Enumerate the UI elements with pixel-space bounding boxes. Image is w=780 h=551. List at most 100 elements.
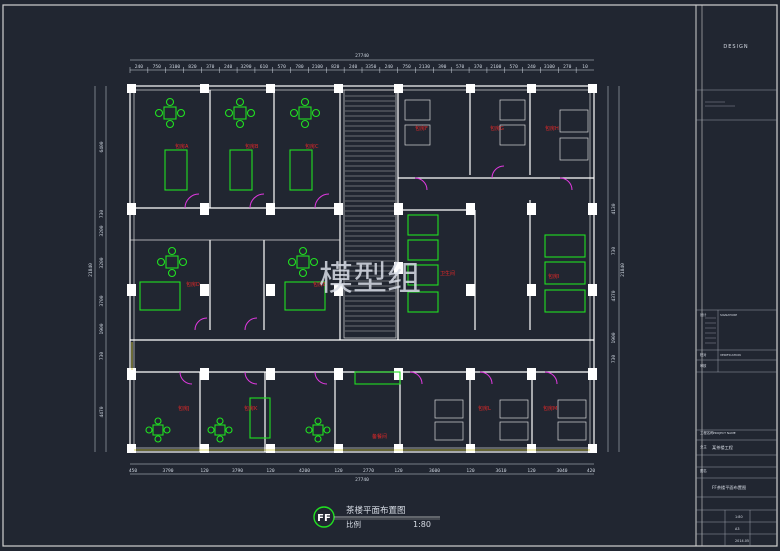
room-label: 包房B — [245, 143, 259, 150]
room-label: 包房D — [186, 281, 200, 288]
bottom-dimension-value: 2770 — [363, 468, 374, 474]
bottom-dimension-value: 120 — [527, 468, 536, 474]
corridor-strips — [131, 342, 590, 451]
sign-label: 设计 — [700, 312, 707, 317]
client-label: 业主 — [700, 444, 707, 449]
room-label: 包房C — [305, 143, 319, 150]
left-dimension-value: 730 — [99, 210, 105, 219]
sheet-border — [2, 4, 778, 547]
bottom-dimension-value: 3040 — [556, 468, 567, 474]
room-label: 包房K — [244, 405, 258, 412]
top-dimension-value: 3290 — [240, 64, 251, 70]
sheet-cell: A3 — [735, 527, 739, 531]
plan-title-block — [313, 506, 440, 528]
room-label: 包房A — [175, 143, 189, 150]
staircase — [343, 89, 397, 339]
left-dimension-value: 730 — [99, 352, 105, 361]
bottom-dimension-value: 120 — [200, 468, 209, 474]
top-dimension-value: 750 — [153, 64, 162, 70]
room-label: 包房G — [490, 125, 504, 132]
left-dimension-value: 3700 — [99, 295, 105, 306]
bottom-dimension-value: 3790 — [162, 468, 173, 474]
room-label: 包房H — [545, 125, 559, 132]
bottom-dimension-value: 420 — [587, 468, 596, 474]
top-dimension-value: 10 — [582, 64, 588, 70]
top-dimension-value: 820 — [331, 64, 340, 70]
room-label: 包房F — [415, 125, 428, 132]
top-dimension-value: 240 — [135, 64, 144, 70]
watermark-text: 模型组 — [319, 259, 421, 299]
top-dimension-value: 570 — [456, 64, 465, 70]
top-dimension-value: 750 — [402, 64, 411, 70]
bottom-dimension-value: 4200 — [299, 468, 310, 474]
room-label: 卫生间 — [440, 270, 455, 277]
bottom-dimension-value: 120 — [466, 468, 475, 474]
top-dimension-value: 3100 — [169, 64, 180, 70]
drawing-name: FF茶楼平面布置图 — [712, 484, 746, 491]
bed-units — [404, 99, 589, 441]
room-label: 备餐间 — [372, 433, 387, 440]
top-dimension-value: 2100 — [312, 64, 323, 70]
bottom-dimension-value: 120 — [334, 468, 343, 474]
project-label: 工程名称 — [700, 430, 714, 435]
right-dimension-value: 1900 — [611, 332, 617, 343]
bottom-dimension-value: 3600 — [429, 468, 440, 474]
verify-label: 校对 — [700, 352, 707, 357]
bottom-dimension-value: 3790 — [232, 468, 243, 474]
check-label: 审核 — [700, 363, 707, 368]
title-block — [695, 5, 777, 546]
drawing-label: 图名 — [700, 468, 707, 473]
top-dimension-value: 370 — [206, 64, 215, 70]
top-dimension-value: 240 — [224, 64, 233, 70]
top-dimension-value: 780 — [295, 64, 304, 70]
total-width-bottom: 27740 — [355, 477, 369, 483]
total-width-top: 27740 — [355, 53, 369, 59]
scale-label: 比例 — [346, 519, 361, 529]
bottom-dimension-value: 120 — [266, 468, 275, 474]
structural-columns — [127, 84, 597, 453]
top-dimension-value: 3350 — [365, 64, 376, 70]
project-sub: PROJECT NAME — [713, 431, 736, 435]
top-dimension-value: 240 — [385, 64, 394, 70]
plan-title: 茶楼平面布置图 — [346, 505, 406, 516]
top-dimension-value: 570 — [510, 64, 519, 70]
right-dimension-value: 4130 — [611, 203, 617, 214]
verify-sub: VERIFICATION — [720, 353, 741, 357]
top-dimension-value: 3100 — [544, 64, 555, 70]
room-label: 包房M — [543, 405, 557, 412]
top-dimension-value: 370 — [474, 64, 483, 70]
top-dimension-value: 2100 — [490, 64, 501, 70]
top-dimension-value: 240 — [349, 64, 358, 70]
bottom-dimension-value: 120 — [394, 468, 403, 474]
room-label: 包房E — [313, 281, 326, 288]
left-dimension-value: 6400 — [99, 141, 105, 152]
left-dimension-value: 1900 — [99, 323, 105, 334]
scale-cell: 1:80 — [735, 515, 743, 519]
top-dimension-value: 390 — [438, 64, 447, 70]
left-dimension-value: 4470 — [99, 406, 105, 417]
top-dimension-ticks — [129, 67, 577, 73]
date-cell: 2014.05 — [735, 539, 749, 543]
room-label: 包房I — [548, 273, 559, 280]
top-dimension-value: 820 — [188, 64, 197, 70]
right-dimension-value: 4370 — [611, 290, 617, 301]
total-height-right: 21840 — [620, 263, 626, 277]
room-label: 包房L — [478, 405, 491, 412]
tea-table-sets — [139, 97, 586, 443]
door-swings — [179, 165, 573, 385]
bottom-dimension-value: 3610 — [495, 468, 506, 474]
dimension-lines — [94, 59, 620, 475]
top-dimension-value: 570 — [278, 64, 287, 70]
bottom-dimension-value: 450 — [129, 468, 138, 474]
total-height-left: 21840 — [88, 263, 94, 277]
left-dimension-value: 3200 — [99, 225, 105, 236]
top-dimension-value: 270 — [563, 64, 572, 70]
plan-badge: FF — [317, 513, 331, 524]
design-heading: DESIGN — [723, 44, 748, 50]
left-dimension-value: 3200 — [99, 257, 105, 268]
top-dimension-value: 240 — [527, 64, 536, 70]
top-dimension-value: 610 — [260, 64, 269, 70]
